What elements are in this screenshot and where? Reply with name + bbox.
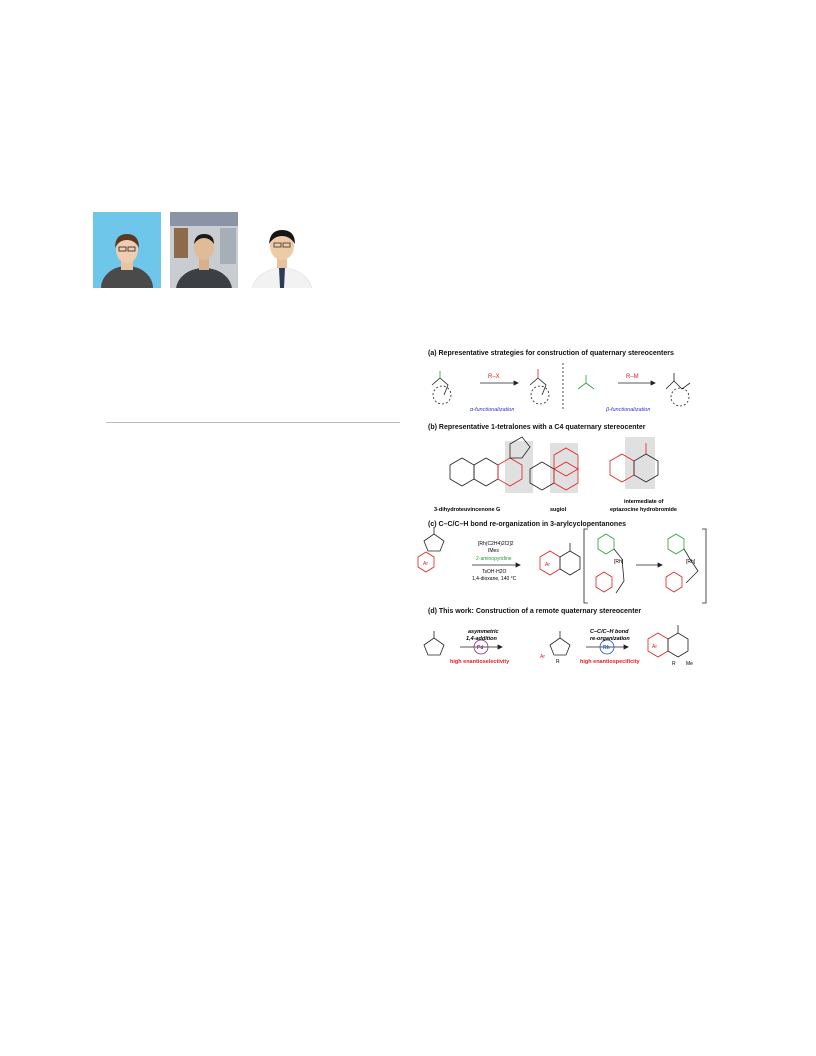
- panel-a-title: (a) Representative strategies for constr…: [428, 350, 674, 357]
- compound-2-label: sugiol: [550, 507, 567, 513]
- compound-1-label: 3-dihydroteuvincenone G: [434, 507, 500, 513]
- panel-b-title: (b) Representative 1-tetralones with a C…: [428, 424, 646, 431]
- panel-c-title: (c) C–C/C–H bond re-organization in 3-ar…: [428, 521, 626, 528]
- product-ar: Ar: [652, 644, 657, 650]
- panel-c-ar-product: Ar: [545, 562, 550, 568]
- panel-c-ar-start: Ar: [423, 561, 428, 567]
- cond-catalyst: [Rh(C2H4)2Cl]2: [478, 541, 514, 547]
- compound-3-label-line2: eptazocine hydrobromide: [610, 507, 677, 513]
- intermediate-ar: Ar: [540, 654, 545, 660]
- step2-result: high enantiospecificity: [580, 659, 641, 665]
- rh-intermediate-1: [Rh]: [614, 559, 624, 565]
- section-divider: [106, 422, 400, 423]
- author-photo-2: [170, 212, 238, 288]
- intermediate-r: R: [556, 659, 560, 665]
- step2-line2: re-organization: [590, 636, 630, 642]
- product-r: R: [672, 661, 676, 667]
- step1-result: high enantioselectivity: [450, 659, 510, 665]
- step2-metal: Rh: [603, 645, 610, 651]
- cond-cocatalyst: 2-aminopyridine: [476, 556, 512, 562]
- panel-a-label-left: α-functionalization: [470, 407, 514, 413]
- compound-3-label-line1: intermediate of: [624, 499, 664, 505]
- reaction-scheme: R–X R–M α-functionalization β-functional…: [417, 363, 707, 667]
- rh-intermediate-2: [Rh]: [686, 559, 696, 565]
- panel-a-reagent-left: R–X: [488, 374, 500, 380]
- panel-d-title: (d) This work: Construction of a remote …: [428, 608, 642, 615]
- step2-line1: C–C/C–H bond: [590, 629, 629, 635]
- author-photo-3: [248, 212, 316, 288]
- panel-a-label-right: β-functionalization: [605, 407, 650, 413]
- step1-line1: asymmetric: [468, 629, 499, 635]
- cond-solvent: 1,4-dioxane, 140 °C: [472, 576, 517, 582]
- step1-metal: Pd: [477, 645, 483, 651]
- author-photo-1: [93, 212, 161, 288]
- step1-line2: 1,4-addition: [466, 636, 498, 642]
- product-me: Me: [686, 661, 693, 667]
- panel-a-reagent-right: R–M: [626, 374, 639, 380]
- cond-ligand: IMes: [488, 548, 499, 554]
- cond-acid: TsOH·H2O: [482, 569, 507, 575]
